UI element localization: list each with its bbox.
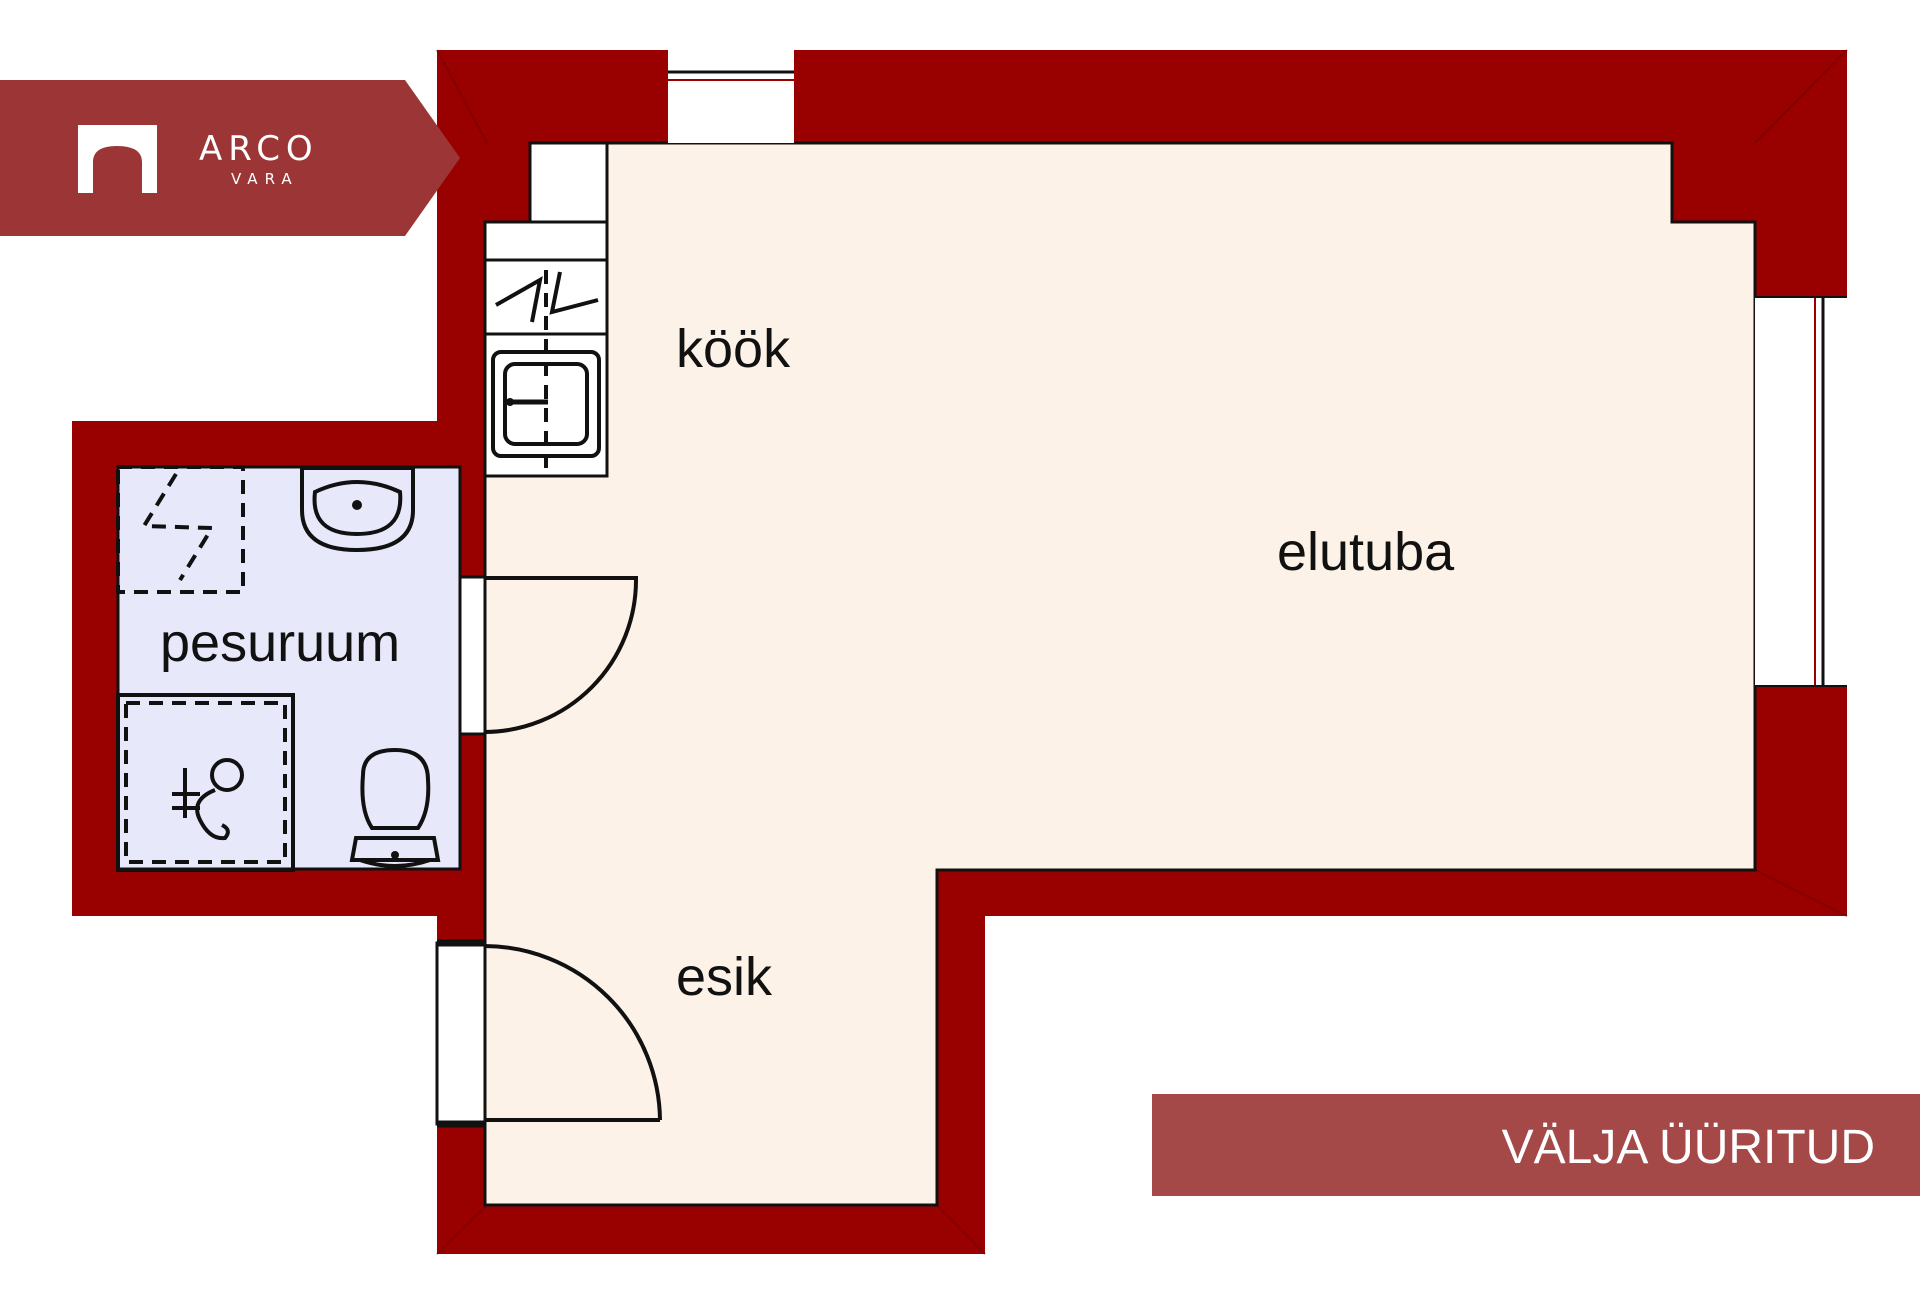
bathroom-fixtures (116, 465, 441, 872)
brand-subname: VARA (231, 170, 299, 188)
stove-icon (495, 271, 599, 323)
status-banner: VÄLJA ÜÜRITUD (1152, 1094, 1920, 1196)
wall-bevels (436, 49, 1848, 1255)
brand-name: ARCO (199, 129, 319, 169)
brand-logo: ARCO VARA (0, 80, 460, 236)
toilet-icon (349, 747, 441, 868)
window-icon (668, 50, 794, 143)
room-label-bathroom: pesuruum (160, 613, 400, 673)
house-logo-icon (78, 125, 157, 193)
door-icon (435, 939, 662, 1128)
status-banner-bg (1152, 1094, 1920, 1196)
room-label-living-room: elutuba (1277, 522, 1455, 582)
door-icon (458, 575, 638, 736)
washbasin-icon (300, 466, 415, 553)
shower-icon (116, 693, 295, 872)
kitchen-counter (483, 141, 609, 478)
window-icon (1755, 296, 1847, 687)
room-label-kitchen: köök (676, 319, 791, 379)
room-label-hallway: esik (676, 947, 773, 1007)
counter-top (528, 141, 609, 224)
status-banner-text: VÄLJA ÜÜRITUD (1502, 1121, 1875, 1174)
logo-badge (0, 80, 460, 236)
floor-main (483, 141, 1757, 1207)
